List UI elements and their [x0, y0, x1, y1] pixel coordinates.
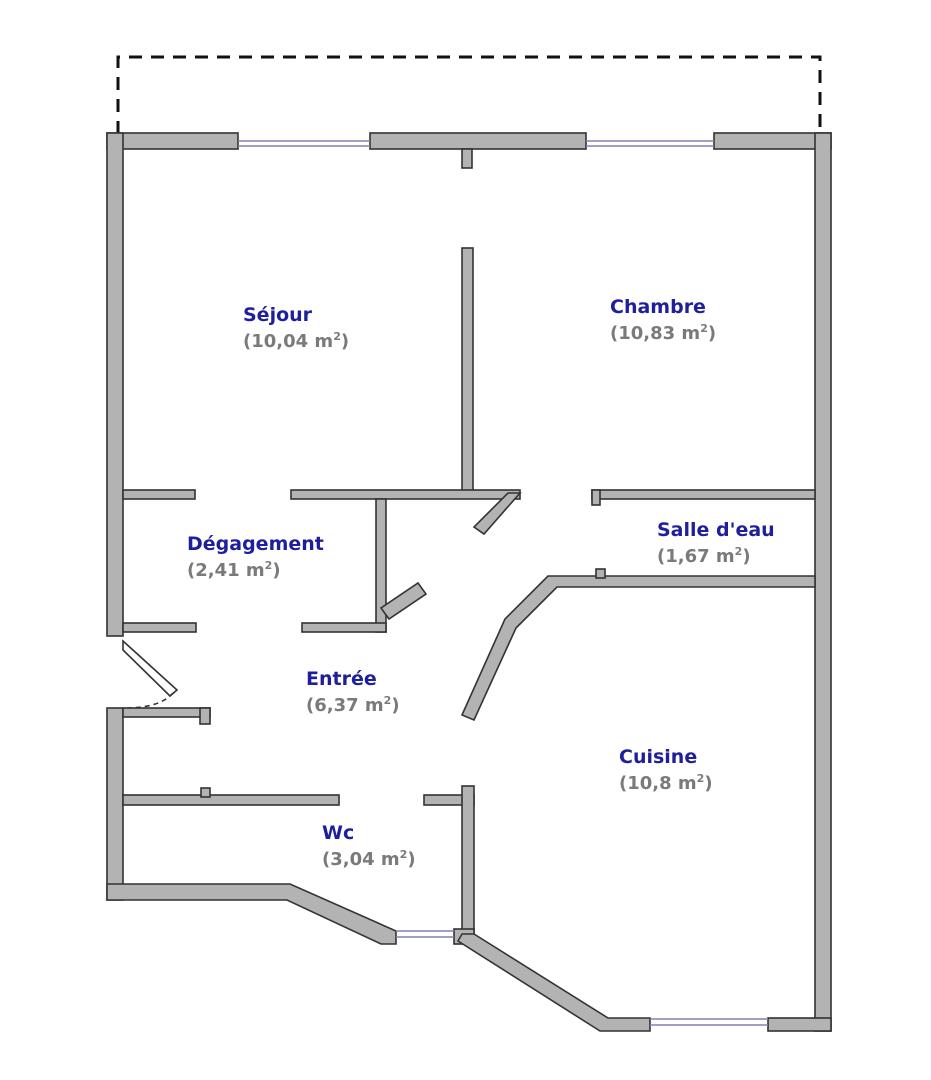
room-area: (10,04 m2)	[243, 330, 350, 352]
wall-wc-top-stub	[200, 787, 211, 798]
room-label-cuisine: Cuisine (10,8 m2)	[619, 746, 713, 794]
room-label-degagement: Dégagement (2,41 m2)	[187, 533, 324, 581]
wall-top-middle	[369, 132, 587, 150]
wall-salle-deau-stub	[595, 568, 606, 579]
room-area: (3,04 m2)	[322, 848, 416, 870]
wall-top-left	[106, 132, 239, 150]
wall-left-lower	[106, 707, 124, 901]
window-chambre	[586, 140, 714, 147]
wall-wc-bottom	[106, 883, 397, 945]
wall-cuisine-bottom-diagonal	[456, 933, 651, 1032]
wall-diagonal-stub-mid	[379, 581, 428, 621]
room-label-entree: Entrée (6,37 m2)	[306, 668, 400, 716]
room-label-salle-deau: Salle d'eau (1,67 m2)	[657, 519, 775, 567]
wall-entree-stub-left-drop	[199, 707, 211, 725]
wall-cuisine-bottom-right	[767, 1017, 832, 1032]
wall-sejour-bottom-left	[122, 489, 196, 500]
wall-top-right	[713, 132, 832, 150]
room-name: Chambre	[610, 296, 706, 318]
wall-sejour-bottom-right	[290, 489, 521, 500]
wall-sejour-chambre	[461, 247, 474, 492]
room-name: Séjour	[243, 304, 313, 326]
room-name: Entrée	[306, 668, 377, 690]
wall-wc-top	[122, 794, 340, 806]
wall-degagement-bottom-left	[122, 622, 197, 633]
entrance-door-swing	[124, 692, 174, 709]
room-area: (1,67 m2)	[657, 545, 751, 567]
room-name: Wc	[322, 822, 355, 844]
room-name: Salle d'eau	[657, 519, 775, 541]
window-sejour	[238, 140, 370, 147]
window-wc	[396, 930, 454, 938]
wall-top-stub	[461, 148, 473, 169]
room-name: Cuisine	[619, 746, 698, 768]
room-label-chambre: Chambre (10,83 m2)	[610, 296, 716, 344]
room-area: (2,41 m2)	[187, 559, 281, 581]
room-label-sejour: Séjour (10,04 m2)	[243, 304, 349, 352]
wall-diagonal-stub-top	[472, 492, 522, 536]
room-area: (10,8 m2)	[619, 772, 713, 794]
room-area: (10,83 m2)	[610, 322, 717, 344]
wall-degagement-bottom-right	[301, 622, 387, 633]
room-name: Dégagement	[187, 533, 324, 555]
wall-right	[814, 132, 832, 1032]
entrance-door	[122, 639, 179, 698]
wall-stub-salle-deau	[591, 489, 601, 506]
window-cuisine	[650, 1018, 768, 1026]
room-area: (6,37 m2)	[306, 694, 400, 716]
wall-wc-cuisine	[461, 785, 475, 935]
wall-chambre-bottom	[591, 489, 816, 500]
wall-left-upper	[106, 132, 124, 637]
room-label-wc: Wc (3,04 m2)	[322, 822, 416, 870]
wall-entree-stub-left	[122, 707, 211, 718]
balcony-dashed-outline	[116, 55, 822, 134]
wall-salle-deau-cuisine	[460, 575, 816, 722]
